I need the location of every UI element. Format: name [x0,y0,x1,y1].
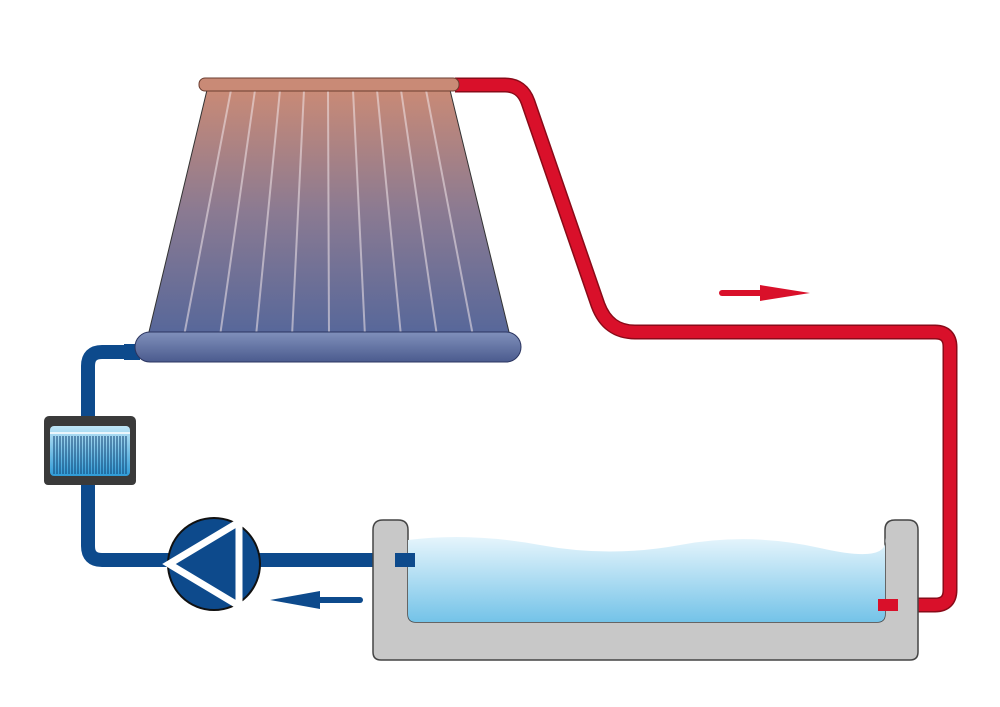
hot-flow-arrow-right [719,285,810,301]
solar-panel-icon [124,77,522,363]
hot-pipe-outlet [878,599,898,611]
cold-pipe-inlet [395,553,415,567]
filter-icon [44,416,136,485]
pool-icon [372,519,919,661]
cold-flow-arrow-left [270,591,363,609]
cold-supply-pipe [81,345,415,567]
hot-return-pipe [455,77,958,613]
pool-water [408,536,886,622]
pump-icon [162,515,261,613]
